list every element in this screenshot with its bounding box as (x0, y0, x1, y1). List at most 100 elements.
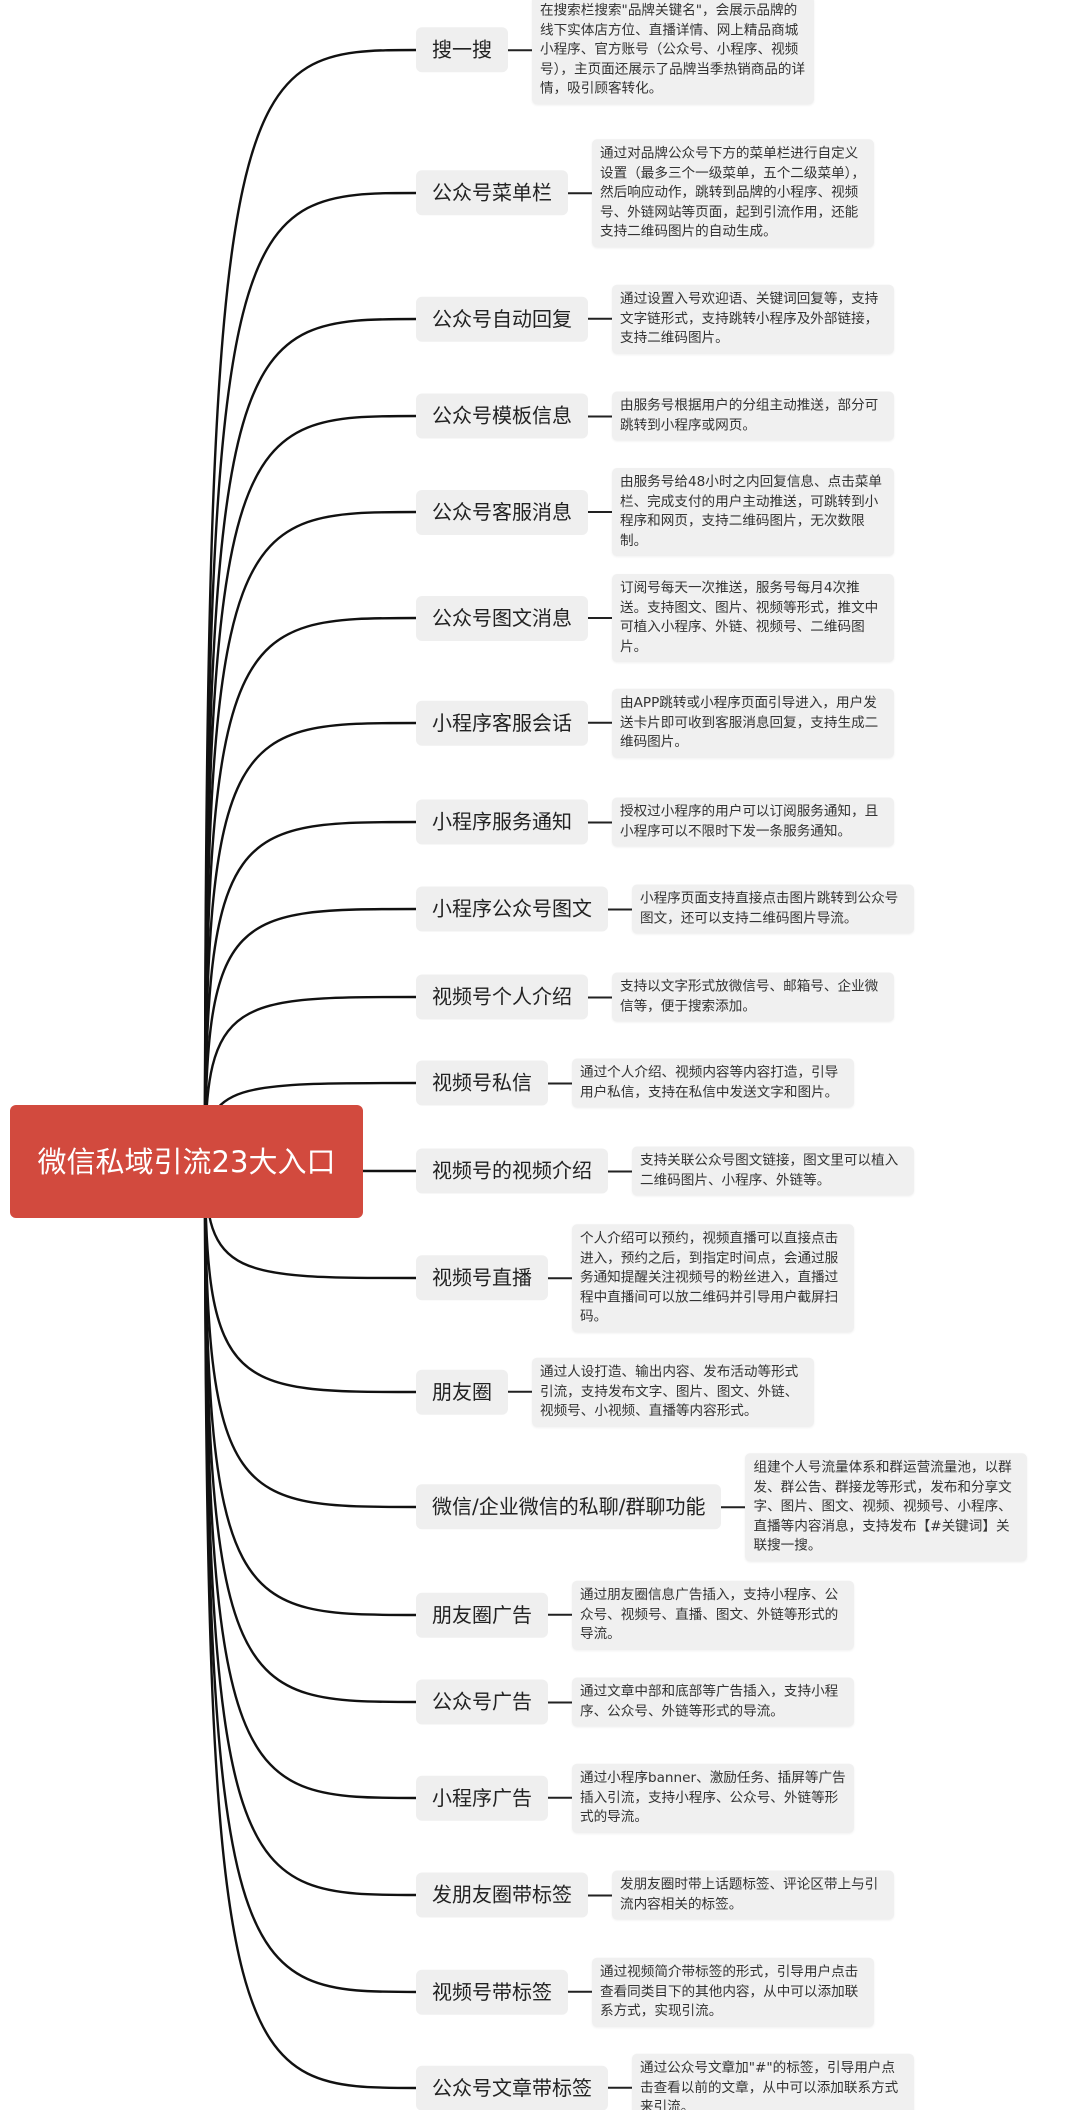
topic-description[interactable]: 通过朋友圈信息广告插入，支持小程序、公众号、视频号、直播、图文、外链等形式的导流… (572, 1580, 854, 1650)
topic-node[interactable]: 公众号客服消息 (416, 489, 588, 535)
connector-line (508, 49, 532, 51)
connector-line (608, 2087, 632, 2089)
topic-description[interactable]: 订阅号每天一次推送，服务号每月4次推送。支持图文、图片、视频等形式，推文中可植入… (612, 574, 894, 662)
branch-row: 小程序广告通过小程序banner、激励任务、插屏等广告插入引流，支持小程序、公众… (416, 1763, 854, 1833)
connector-line (588, 1894, 612, 1896)
branch-curve (203, 510, 419, 1161)
connector-line (608, 908, 632, 910)
branch-row: 公众号图文消息订阅号每天一次推送，服务号每月4次推送。支持图文、图片、视频等形式… (416, 574, 894, 662)
topic-node[interactable]: 朋友圈 (416, 1369, 508, 1415)
root-topic[interactable]: 微信私域引流23大入口 (10, 1105, 363, 1218)
branch-row: 视频号私信通过个人介绍、视频内容等内容打造，引导用户私信，支持在私信中发送文字和… (416, 1058, 854, 1108)
branch-row: 朋友圈广告通过朋友圈信息广告插入，支持小程序、公众号、视频号、直播、图文、外链等… (416, 1580, 854, 1650)
topic-node[interactable]: 小程序公众号图文 (416, 886, 608, 932)
connector-line (508, 1391, 532, 1393)
branch-curve (203, 1159, 419, 1617)
connector-line (568, 1991, 592, 1993)
branch-row: 视频号个人介绍支持以文字形式放微信号、邮箱号、企业微信等，便于搜索添加。 (416, 972, 894, 1022)
topic-node[interactable]: 小程序广告 (416, 1775, 548, 1821)
topic-description[interactable]: 在搜索栏搜索"品牌关键名"，会展示品牌的线下实体店方位、直播详情、网上精品商城小… (532, 0, 814, 104)
connector-line (608, 1170, 632, 1172)
branch-curve (203, 1159, 419, 1704)
topic-node[interactable]: 视频号的视频介绍 (416, 1148, 608, 1194)
topic-description[interactable]: 通过视频简介带标签的形式，引导用户点击查看同类目下的其他内容，从中可以添加联系方… (592, 1957, 874, 2027)
connector-line (548, 1797, 572, 1799)
topic-description[interactable]: 授权过小程序的用户可以订阅服务通知，且小程序可以不限时下发一条服务通知。 (612, 797, 894, 847)
branch-row: 公众号广告通过文章中部和底部等广告插入，支持小程序、公众号、外链等形式的导流。 (416, 1677, 854, 1727)
topic-node[interactable]: 小程序客服会话 (416, 700, 588, 746)
branch-row: 小程序公众号图文小程序页面支持直接点击图片跳转到公众号图文，还可以支持二维码图片… (416, 884, 914, 934)
branch-row: 小程序服务通知授权过小程序的用户可以订阅服务通知，且小程序可以不限时下发一条服务… (416, 797, 894, 847)
topic-description[interactable]: 通过人设打造、输出内容、发布活动等形式引流，支持发布文字、图片、图文、外链、视频… (532, 1357, 814, 1427)
connector-line (721, 1506, 746, 1508)
topic-description[interactable]: 组建个人号流量体系和群运营流量池，以群发、群公告、群接龙等形式，发布和分享文字、… (745, 1453, 1028, 1561)
branch-row: 视频号直播个人介绍可以预约，视频直播可以直接点击进入，预约之后，到指定时间点，会… (416, 1224, 854, 1332)
topic-description[interactable]: 个人介绍可以预约，视频直播可以直接点击进入，预约之后，到指定时间点，会通过服务通… (572, 1224, 854, 1332)
connector-line (548, 1277, 572, 1279)
topic-node[interactable]: 微信/企业微信的私聊/群聊功能 (416, 1484, 722, 1530)
topic-description[interactable]: 通过对品牌公众号下方的菜单栏进行自定义设置（最多三个一级菜单，五个二级菜单），然… (592, 139, 874, 247)
topic-description[interactable]: 支持关联公众号图文链接，图文里可以植入二维码图片、小程序、外链等。 (632, 1146, 914, 1196)
branch-curve (203, 820, 419, 1161)
branch-row: 小程序客服会话由APP跳转或小程序页面引导进入，用户发送卡片即可收到客服消息回复… (416, 688, 894, 758)
branch-curve (203, 1159, 419, 1994)
connector-line (588, 318, 612, 320)
branch-row: 视频号的视频介绍支持关联公众号图文链接，图文里可以植入二维码图片、小程序、外链等… (416, 1146, 914, 1196)
topic-description[interactable]: 通过文章中部和底部等广告插入，支持小程序、公众号、外链等形式的导流。 (572, 1677, 854, 1727)
topic-node[interactable]: 公众号模板信息 (416, 393, 588, 439)
topic-description[interactable]: 小程序页面支持直接点击图片跳转到公众号图文，还可以支持二维码图片导流。 (632, 884, 914, 934)
topic-description[interactable]: 由APP跳转或小程序页面引导进入，用户发送卡片即可收到客服消息回复，支持生成二维… (612, 688, 894, 758)
topic-node[interactable]: 视频号私信 (416, 1060, 548, 1106)
topic-description[interactable]: 通过小程序banner、激励任务、插屏等广告插入引流，支持小程序、公众号、外链等… (572, 1763, 854, 1833)
connector-line (588, 415, 612, 417)
branch-row: 朋友圈通过人设打造、输出内容、发布活动等形式引流，支持发布文字、图片、图文、外链… (416, 1357, 814, 1427)
branch-row: 公众号客服消息由服务号给48小时之内回复信息、点击菜单栏、完成支付的用户主动推送… (416, 468, 894, 556)
topic-node[interactable]: 公众号自动回复 (416, 296, 588, 342)
topic-node[interactable]: 视频号个人介绍 (416, 974, 588, 1020)
topic-node[interactable]: 公众号菜单栏 (416, 170, 568, 216)
branch-curve (203, 191, 419, 1161)
topic-description[interactable]: 由服务号根据用户的分组主动推送，部分可跳转到小程序或网页。 (612, 391, 894, 441)
branch-curve (203, 1159, 419, 1897)
connector-line (588, 617, 612, 619)
branch-row: 公众号菜单栏通过对品牌公众号下方的菜单栏进行自定义设置（最多三个一级菜单，五个二… (416, 139, 874, 247)
topic-node[interactable]: 公众号图文消息 (416, 595, 588, 641)
topic-description[interactable]: 支持以文字形式放微信号、邮箱号、企业微信等，便于搜索添加。 (612, 972, 894, 1022)
branch-row: 公众号文章带标签通过公众号文章加"#"的标签，引导用户点击查看以前的文章，从中可… (416, 2053, 914, 2110)
topic-node[interactable]: 视频号带标签 (416, 1969, 568, 2015)
topic-node[interactable]: 公众号文章带标签 (416, 2065, 608, 2110)
branch-curve (203, 48, 419, 1161)
topic-node[interactable]: 视频号直播 (416, 1255, 548, 1301)
branch-curve (203, 616, 419, 1161)
topic-node[interactable]: 小程序服务通知 (416, 799, 588, 845)
connector-line (588, 722, 612, 724)
branch-curve (203, 995, 419, 1161)
branch-curve (203, 1159, 419, 2090)
topic-node[interactable]: 朋友圈广告 (416, 1592, 548, 1638)
topic-node[interactable]: 公众号广告 (416, 1679, 548, 1725)
topic-description[interactable]: 通过公众号文章加"#"的标签，引导用户点击查看以前的文章，从中可以添加联系方式来… (632, 2053, 914, 2110)
connector-line (588, 511, 612, 513)
branch-row: 微信/企业微信的私聊/群聊功能组建个人号流量体系和群运营流量池，以群发、群公告、… (416, 1453, 1028, 1561)
connector-line (548, 1701, 572, 1703)
connector-line (588, 821, 612, 823)
topic-description[interactable]: 通过设置入号欢迎语、关键词回复等，支持文字链形式，支持跳转小程序及外部链接，支持… (612, 284, 894, 354)
branch-row: 公众号模板信息由服务号根据用户的分组主动推送，部分可跳转到小程序或网页。 (416, 391, 894, 441)
branch-curve (203, 721, 419, 1161)
topic-node[interactable]: 搜一搜 (416, 27, 508, 73)
connector-line (548, 1614, 572, 1616)
topic-description[interactable]: 发朋友圈时带上话题标签、评论区带上与引流内容相关的标签。 (612, 1870, 894, 1920)
root-topic-title: 微信私域引流23大入口 (37, 1144, 336, 1179)
connector-line (588, 996, 612, 998)
topic-description[interactable]: 通过个人介绍、视频内容等内容打造，引导用户私信，支持在私信中发送文字和图片。 (572, 1058, 854, 1108)
topic-description[interactable]: 由服务号给48小时之内回复信息、点击菜单栏、完成支付的用户主动推送，可跳转到小程… (612, 468, 894, 556)
connector-line (568, 192, 592, 194)
branch-row: 搜一搜在搜索栏搜索"品牌关键名"，会展示品牌的线下实体店方位、直播详情、网上精品… (416, 0, 814, 104)
branch-row: 发朋友圈带标签发朋友圈时带上话题标签、评论区带上与引流内容相关的标签。 (416, 1870, 894, 1920)
branch-row: 视频号带标签通过视频简介带标签的形式，引导用户点击查看同类目下的其他内容，从中可… (416, 1957, 874, 2027)
branch-curve (203, 317, 419, 1161)
connector-line (548, 1082, 572, 1084)
topic-node[interactable]: 发朋友圈带标签 (416, 1872, 588, 1918)
branch-curve (203, 907, 419, 1161)
